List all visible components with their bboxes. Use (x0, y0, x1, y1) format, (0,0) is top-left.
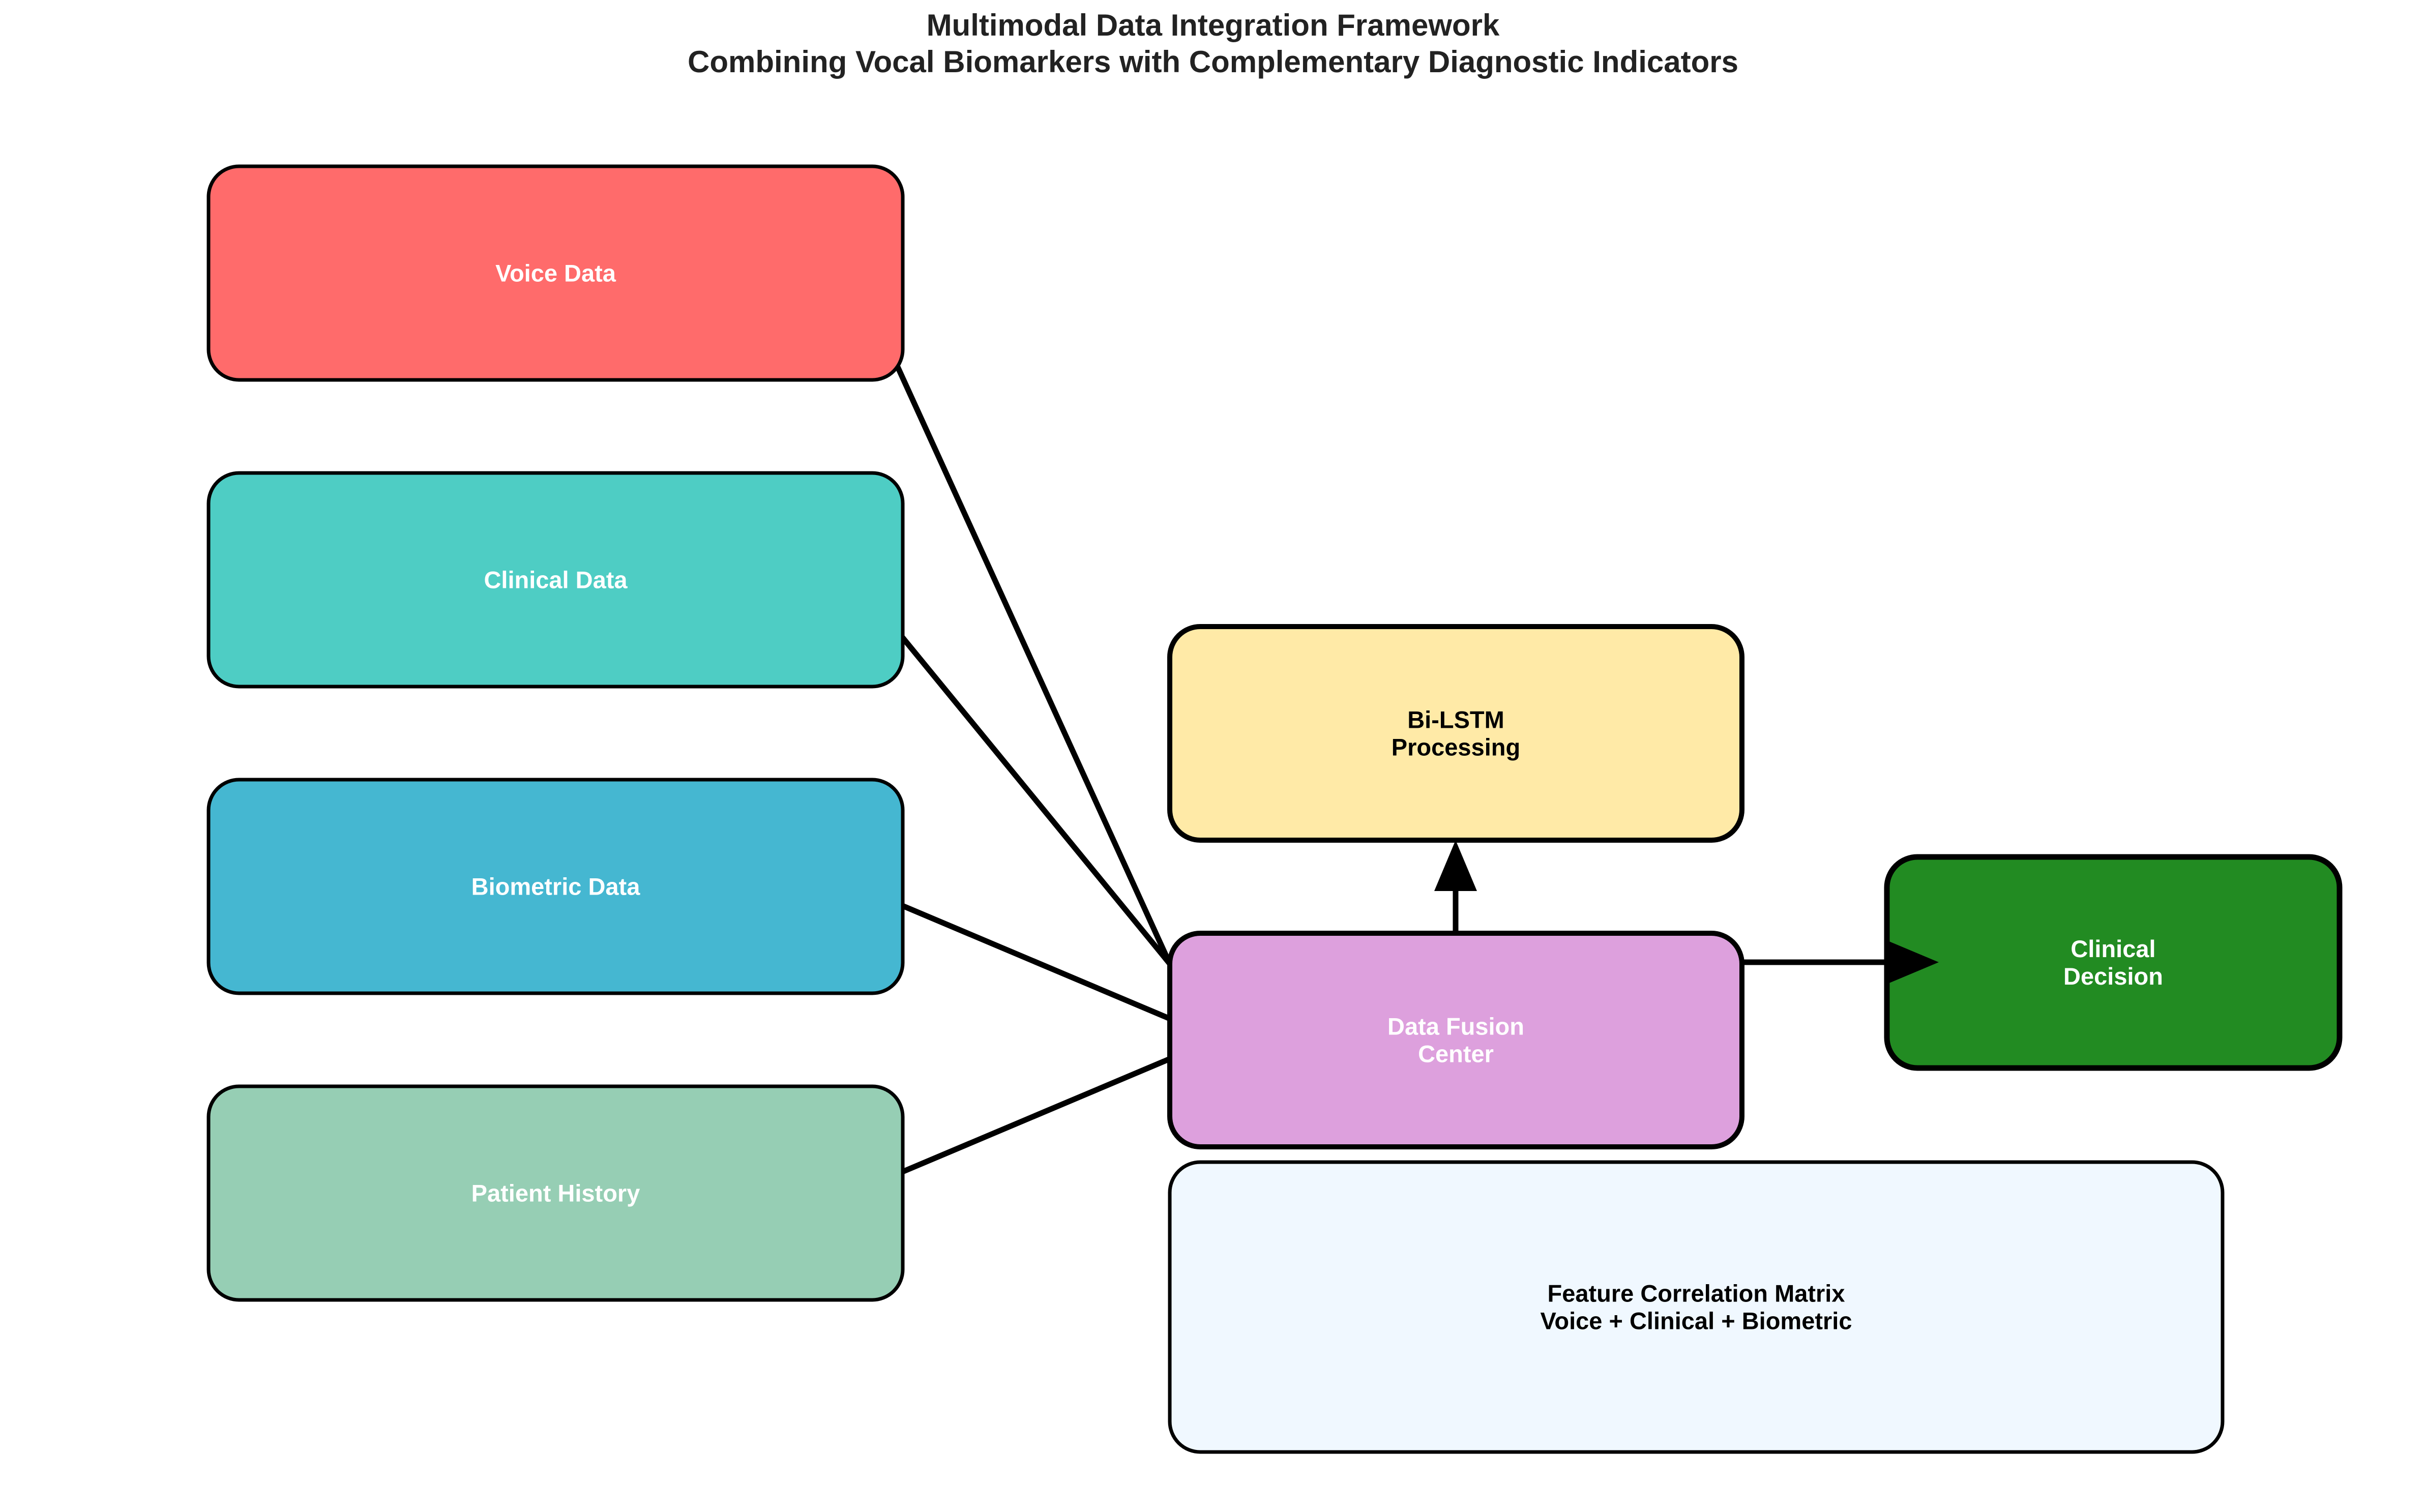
node-fusion-label-line-1: Data Fusion (1387, 1013, 1524, 1040)
node-clinical-box (206, 471, 905, 689)
node-history-label-line-1: Patient History (471, 1180, 640, 1207)
arrowhead-fusion-to-decision (1888, 941, 1939, 984)
title-line-1: Multimodal Data Integration Framework (926, 8, 1500, 42)
node-matrix-box (1168, 1160, 2225, 1454)
node-matrix-label-line-1: Feature Correlation Matrix (1547, 1280, 1845, 1307)
node-decision-label-line-2: Decision (2063, 963, 2163, 990)
node-decision-box (1884, 854, 2343, 1071)
edge-biometric-to-fusion (853, 882, 1171, 1022)
node-history: Patient History (206, 1084, 905, 1302)
node-decision-label-line-1: Clinical (2070, 935, 2155, 962)
node-history-box (206, 1084, 905, 1302)
edge-history-to-fusion (853, 1056, 1171, 1195)
node-bilstm-label-line-2: Processing (1392, 734, 1520, 761)
node-bilstm-label-line-1: Bi-LSTM (1407, 706, 1504, 733)
node-biometric-box (206, 778, 905, 995)
node-bilstm-box (1167, 624, 1744, 843)
diagram-title: Multimodal Data Integration Framework Co… (0, 7, 2426, 80)
node-clinical: Clinical Data (206, 471, 905, 689)
node-fusion-label-line-2: Center (1418, 1041, 1494, 1068)
node-biometric-label-line-1: Biometric Data (471, 873, 641, 900)
edge-voice-to-fusion (851, 271, 1173, 965)
node-matrix-label-line-2: Voice + Clinical + Biometric (1541, 1308, 1852, 1335)
node-biometric: Biometric Data (206, 778, 905, 995)
title-line-2: Combining Vocal Biomarkers with Compleme… (688, 45, 1738, 79)
node-clinical-label-line-1: Clinical Data (484, 567, 628, 594)
node-voice: Voice Data (206, 164, 905, 382)
node-voice-box (206, 164, 905, 382)
arrowhead-fusion-to-bilstm (1434, 840, 1477, 891)
edge-clinical-to-fusion (852, 577, 1172, 966)
node-fusion-box (1167, 931, 1744, 1149)
node-voice-label-line-1: Voice Data (495, 260, 616, 287)
